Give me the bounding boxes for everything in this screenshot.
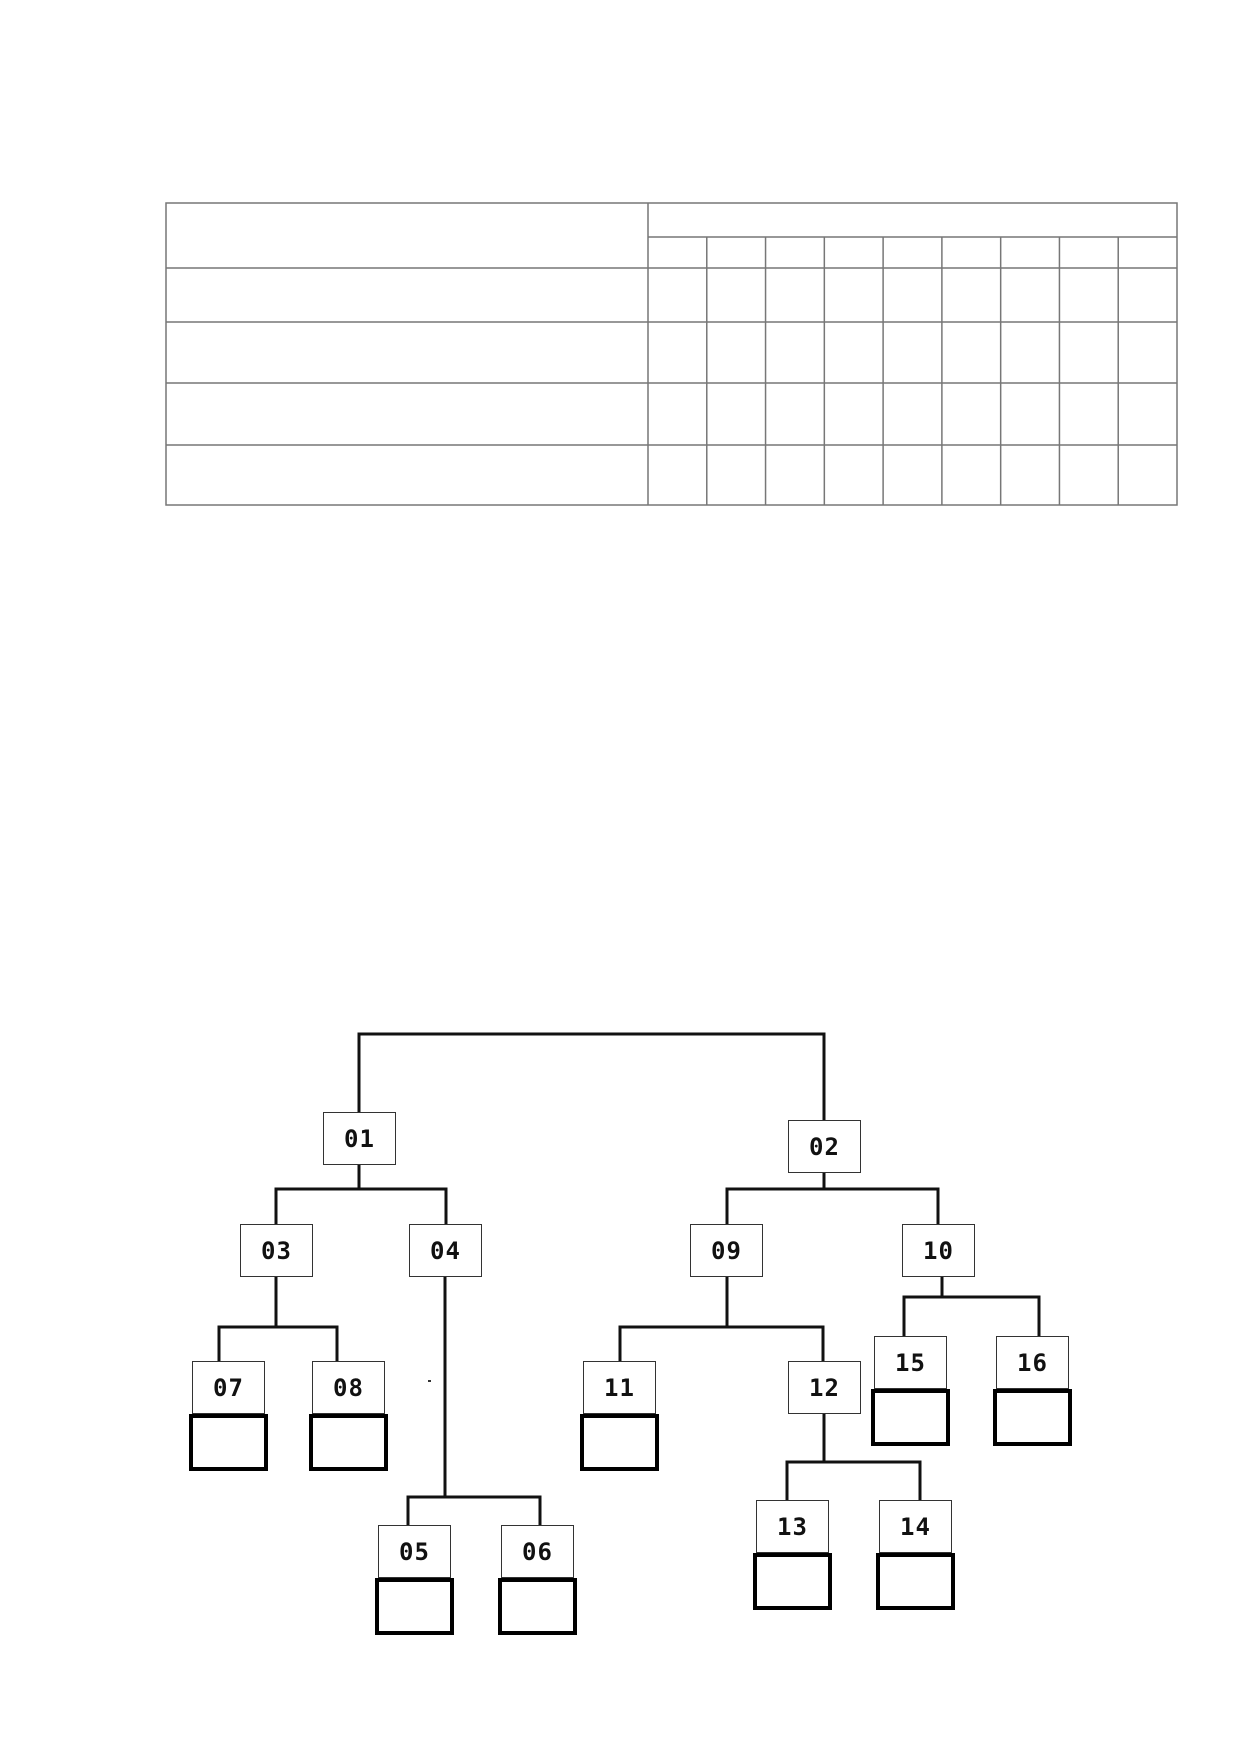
bracket-slot-13[interactable] [753, 1553, 832, 1610]
bracket-slot-06[interactable] [498, 1578, 577, 1635]
bracket-node-15: 15 [874, 1336, 947, 1389]
bracket-slot-11[interactable] [580, 1414, 659, 1471]
table-border [165, 202, 1178, 506]
connector-09-children [618, 1325, 825, 1363]
bracket-slot-16[interactable] [993, 1389, 1072, 1446]
bracket-slot-05[interactable] [375, 1578, 454, 1635]
bracket-node-01: 01 [323, 1112, 396, 1165]
bracket-node-03: 03 [240, 1224, 313, 1277]
connector-root [357, 1032, 826, 1122]
stray-mark [428, 1380, 431, 1382]
bracket-node-02: 02 [788, 1120, 861, 1173]
bracket-slot-08[interactable] [309, 1414, 388, 1471]
bracket-node-07: 07 [192, 1361, 265, 1414]
bracket-slot-15[interactable] [871, 1389, 950, 1446]
bracket-node-08: 08 [312, 1361, 385, 1414]
connector-02-children [725, 1187, 940, 1226]
connector-10-children [902, 1295, 1041, 1338]
connector-03-children [217, 1325, 339, 1363]
bracket-slot-07[interactable] [189, 1414, 268, 1471]
connector-04-children [406, 1495, 542, 1527]
bracket-node-16: 16 [996, 1336, 1069, 1389]
bracket-node-12: 12 [788, 1361, 861, 1414]
bracket-node-05: 05 [378, 1525, 451, 1578]
bracket-node-14: 14 [879, 1500, 952, 1553]
bracket-node-06: 06 [501, 1525, 574, 1578]
bracket-node-10: 10 [902, 1224, 975, 1277]
bracket-node-04: 04 [409, 1224, 482, 1277]
connector-01-children [274, 1187, 448, 1226]
bracket-node-09: 09 [690, 1224, 763, 1277]
bracket-node-11: 11 [583, 1361, 656, 1414]
connector-12-children [785, 1460, 922, 1502]
bracket-slot-14[interactable] [876, 1553, 955, 1610]
empty-grid-table [165, 202, 1178, 506]
bracket-node-13: 13 [756, 1500, 829, 1553]
